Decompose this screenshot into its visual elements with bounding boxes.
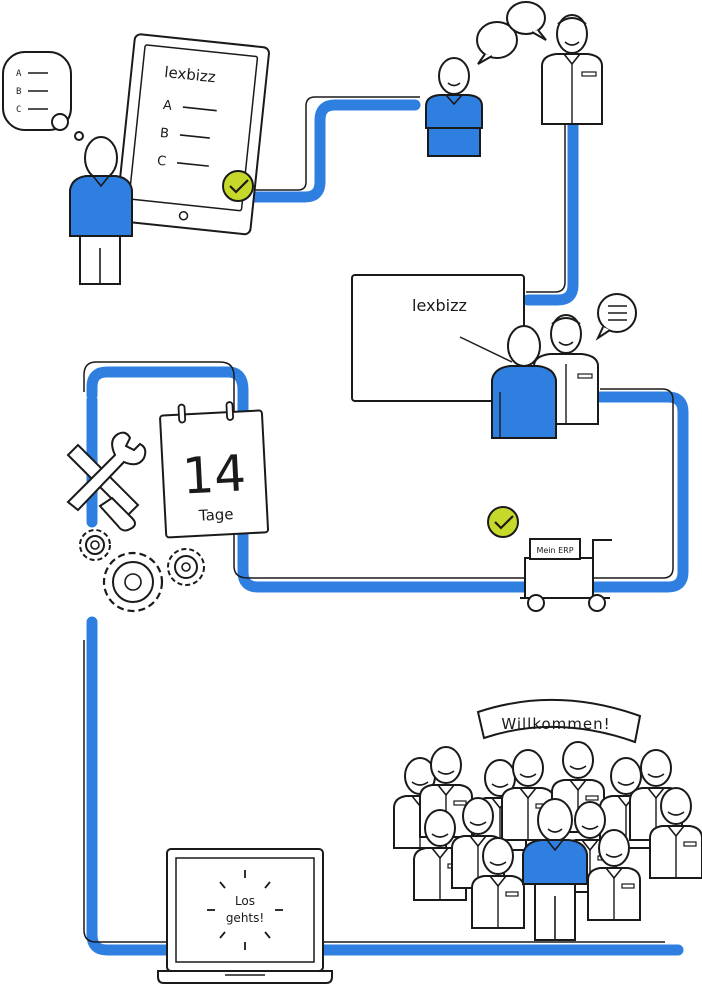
speech-bubbles-icon [476,1,547,65]
laptop-text-line2: gehts! [226,911,264,925]
thought-bubble: A B C [2,51,84,141]
sparkle-rays [207,870,283,950]
laptop-text-line1: Los [235,894,255,908]
person-new-employee [522,798,588,941]
welcome-text: Willkommen! [501,715,610,733]
welcome-banner: Willkommen! [476,698,642,744]
thought-option-c: C [16,105,21,115]
tablet-option-a: A [162,98,173,114]
speech-bubble-lines-icon [595,293,637,341]
tools-icon [66,431,147,532]
gears-icon [79,529,205,613]
check-icon [487,506,519,538]
whiteboard-brand: lexbizz [412,296,467,315]
calendar-unit: Tage [197,505,234,525]
person-customer-talking [425,57,483,157]
hand-truck-icon: Mein ERP [520,538,612,612]
calendar-number: 14 [181,444,248,505]
tablet-option-b: B [159,126,169,142]
tablet-option-c: C [156,154,167,170]
journey-path [83,96,689,956]
thought-option-b: B [16,87,21,97]
person-trainee [491,325,557,439]
cart-label: Mein ERP [536,546,573,555]
check-icon [222,170,254,202]
tablet-questionnaire: lexbizz A B C [115,33,270,236]
person-customer [69,136,133,285]
person-consultant [541,14,603,125]
thought-option-a: A [16,69,22,79]
tablet-brand: lexbizz [164,63,217,86]
laptop-icon: Los gehts! [157,848,333,984]
calendar-icon: 14 Tage [159,401,270,539]
